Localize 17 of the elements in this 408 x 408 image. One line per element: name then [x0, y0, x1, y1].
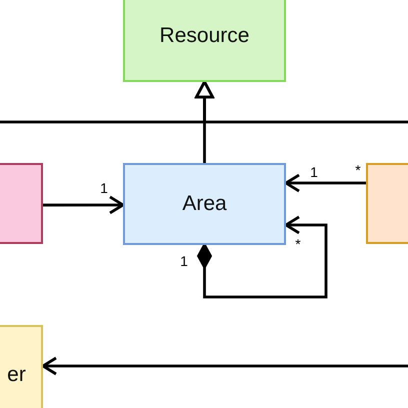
inheritance-arrow — [195, 80, 408, 124]
multiplicity-label: 1 — [310, 165, 318, 179]
class-name: er — [7, 363, 26, 387]
class-box — [0, 163, 43, 244]
multiplicity-label: * — [295, 237, 301, 251]
multiplicity-label: 1 — [180, 254, 188, 268]
class-box — [123, 0, 286, 82]
class-name: Resource — [160, 24, 250, 48]
association-arrow — [42, 356, 408, 376]
multiplicity-label: * — [355, 163, 361, 177]
class-box — [366, 163, 408, 244]
association-arrow — [43, 196, 124, 214]
class-name: Area — [182, 192, 227, 216]
association-arrow — [284, 174, 366, 192]
class-box — [123, 163, 286, 245]
multiplicity-label: 1 — [100, 181, 108, 195]
composition-arrow — [197, 216, 328, 298]
